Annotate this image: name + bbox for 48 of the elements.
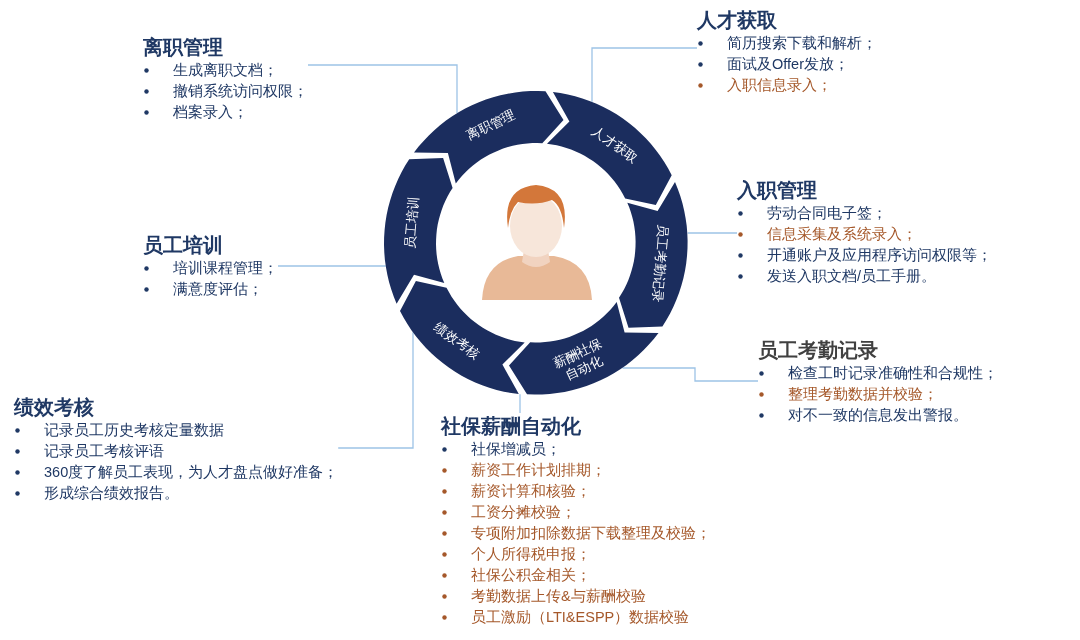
list-item: 社保增减员； (471, 441, 561, 457)
list-item: 对不一致的信息发出警报。 (788, 407, 968, 423)
heading: 绩效考核 (14, 395, 95, 420)
heading: 入职管理 (737, 178, 818, 203)
list-item: 简历搜索下载和解析； (727, 35, 877, 51)
leader-line (519, 393, 521, 414)
segment-label: 离职管理 (462, 106, 519, 145)
list-item: 工资分摊校验； (471, 504, 576, 520)
list-item: 员工激励（LTI&ESPP）数据校验 (471, 609, 690, 625)
list-item: 记录员工考核评语 (44, 443, 164, 459)
heading: 社保薪酬自动化 (441, 414, 582, 439)
list-item: 形成综合绩效报告。 (44, 485, 179, 501)
leader-line (591, 47, 698, 103)
heading: 离职管理 (143, 35, 224, 60)
segment-label: 员工培训 (400, 195, 422, 252)
list-item: 培训课程管理； (173, 260, 278, 276)
list-item: 入职信息录入； (727, 77, 832, 93)
list-item: 薪资计算和核验； (471, 483, 591, 499)
list-item: 检查工时记录准确性和合规性； (788, 365, 998, 381)
list-item: 专项附加扣除数据下载整理及校验； (471, 525, 711, 541)
list-item: 信息采集及系统录入； (767, 226, 917, 242)
leader-line (621, 367, 759, 382)
list-item: 档案录入； (173, 104, 248, 120)
leader-line (337, 331, 414, 449)
list-item: 开通账户及应用程序访问权限等； (767, 247, 992, 263)
list-item: 生成离职文档； (173, 62, 278, 78)
list-item: 劳动合同电子签； (767, 205, 887, 221)
segment-label: 员工考勤记录 (649, 222, 673, 305)
list-item: 个人所得税申报； (471, 546, 591, 562)
list-item: 发送入职文档/员工手册。 (767, 268, 937, 284)
heading: 员工培训 (143, 233, 224, 258)
leader-line (277, 265, 387, 267)
list-item: 考勤数据上传&与薪酬校验 (471, 588, 646, 604)
segment-label: 薪酬社保自动化 (549, 334, 607, 385)
list-item: 面试及Offer发放； (727, 56, 849, 72)
leader-line (687, 232, 738, 234)
list-item: 撤销系统访问权限； (173, 83, 308, 99)
heading: 人才获取 (697, 8, 778, 33)
list-item: 记录员工历史考核定量数据 (44, 422, 224, 438)
list-item: 满意度评估； (173, 281, 263, 297)
list-item: 社保公积金相关； (471, 567, 591, 583)
list-item: 整理考勤数据并校验； (788, 386, 938, 402)
list-item: 360度了解员工表现，为人才盘点做好准备； (44, 464, 339, 480)
heading: 员工考勤记录 (758, 338, 879, 363)
segment-label: 人才获取 (588, 122, 643, 168)
segment-label: 绩效考核 (430, 318, 484, 364)
leader-line (307, 64, 458, 114)
list-item: 薪资工作计划排期； (471, 462, 606, 478)
